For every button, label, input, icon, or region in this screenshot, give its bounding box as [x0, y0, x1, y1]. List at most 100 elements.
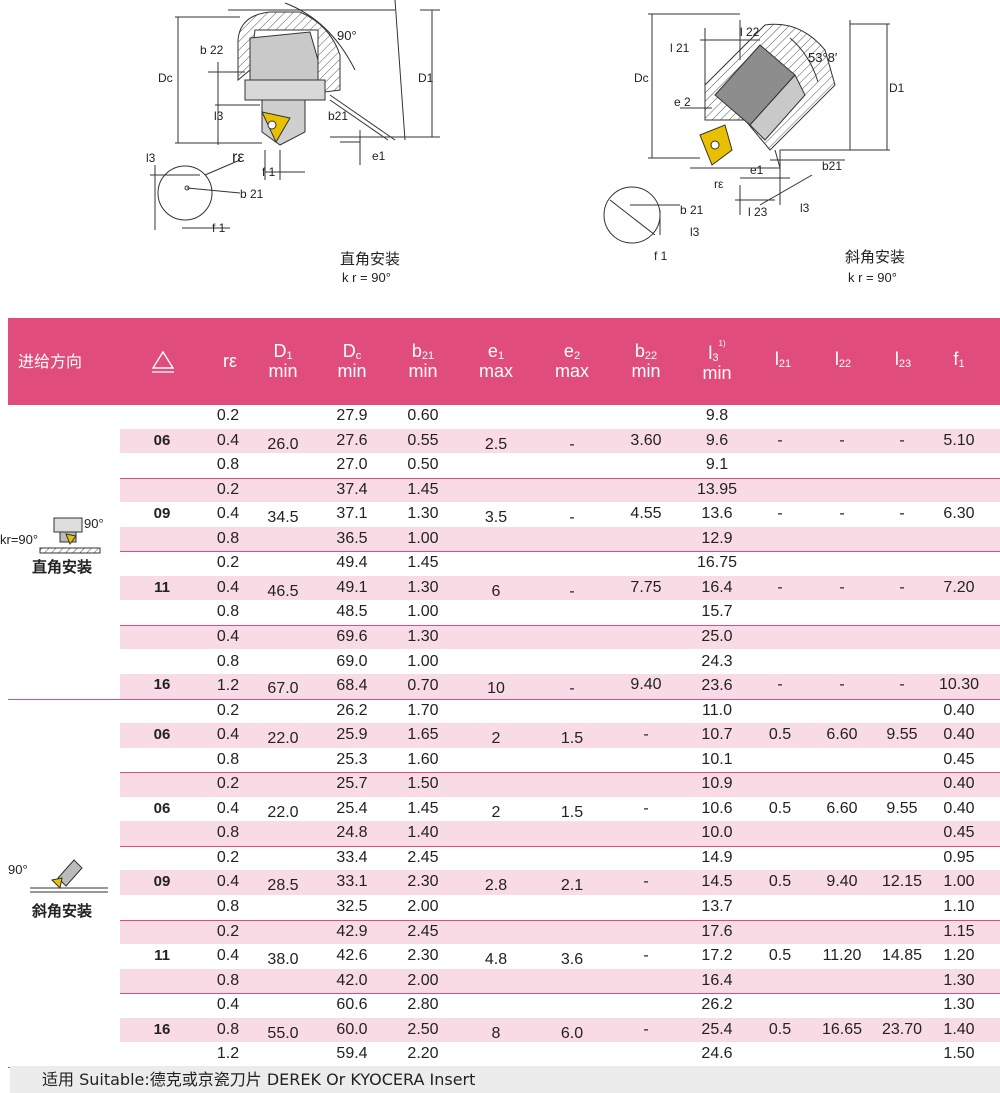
- dr-label-e2: e 2: [674, 95, 691, 109]
- cell-re: 0.4: [216, 799, 240, 817]
- pink-row-band: [120, 968, 1000, 994]
- cell-size: 06: [153, 799, 171, 817]
- cell-l3: 16.4: [701, 971, 733, 989]
- cell-l3: 13.6: [701, 505, 733, 523]
- cell-d1: 55.0: [267, 1024, 299, 1042]
- cell-b21: 2.50: [407, 1020, 439, 1038]
- cell-l3: 9.1: [705, 456, 729, 474]
- cell-size: 09: [153, 873, 171, 891]
- cell-l21: -: [777, 675, 783, 693]
- cell-size: 06: [153, 431, 171, 449]
- dr-label-l22: l 22: [740, 25, 760, 39]
- cell-b22: -: [643, 947, 649, 965]
- cell-l3: 10.1: [701, 750, 733, 768]
- row-separator: [120, 624, 1000, 626]
- cell-d1: 46.5: [267, 582, 299, 600]
- cell-dc: 27.0: [336, 456, 368, 474]
- cell-b21: 1.65: [407, 726, 439, 744]
- header-insert-icon: [140, 318, 186, 404]
- cell-dc: 37.4: [336, 480, 368, 498]
- cell-b21: 1.50: [407, 775, 439, 793]
- dl-label-l3b: l3: [146, 151, 156, 165]
- pink-row-band: [120, 526, 1000, 552]
- cell-dc: 25.9: [336, 726, 368, 744]
- header-l22: l22: [834, 349, 852, 370]
- cell-l23: -: [899, 675, 905, 693]
- dr-label-d1: D1: [889, 81, 905, 95]
- dl-label-b21b: b 21: [240, 187, 264, 201]
- cell-re: 0.2: [216, 554, 240, 572]
- cell-size: 11: [154, 578, 170, 596]
- cell-dc: 69.6: [336, 627, 368, 645]
- cell-b21: 2.00: [407, 971, 439, 989]
- row-separator: [120, 772, 1000, 774]
- group-oblique: 斜角安装: [31, 901, 92, 920]
- cell-l3: 23.6: [701, 677, 733, 695]
- cell-l23: 9.55: [886, 726, 918, 744]
- cell-dc: 25.4: [336, 799, 368, 817]
- dr-label-e1: e1: [750, 163, 764, 177]
- cell-b21: 2.80: [407, 996, 439, 1014]
- cell-f1: 1.00: [943, 873, 975, 891]
- cell-l21: 0.5: [768, 873, 792, 891]
- cell-l21: -: [777, 505, 783, 523]
- cell-l3: 10.6: [701, 799, 733, 817]
- cell-l3: 11.0: [702, 701, 732, 719]
- cell-b22: 3.60: [630, 431, 662, 449]
- cell-l22: -: [839, 578, 845, 596]
- pink-row-band: [120, 624, 1000, 650]
- cell-re: 0.2: [216, 480, 240, 498]
- row-separator: [120, 919, 1000, 921]
- cell-re: 0.8: [216, 652, 240, 670]
- cell-e2: 1.5: [560, 730, 584, 748]
- kr-90-label: kr=90°: [0, 532, 39, 547]
- cell-l22: 16.65: [821, 1020, 863, 1038]
- dr-label-b21b: b 21: [680, 203, 704, 217]
- cell-e1: 2.8: [484, 877, 508, 895]
- cell-size: 16: [153, 1020, 171, 1038]
- cell-l21: 0.5: [768, 726, 792, 744]
- pink-row-band: [120, 723, 1000, 748]
- cell-size: 06: [153, 726, 171, 744]
- cell-re: 0.2: [216, 848, 240, 866]
- cell-re: 0.2: [216, 775, 240, 793]
- cell-re: 0.8: [216, 456, 240, 474]
- kr-right: k r = 90°: [848, 270, 897, 285]
- cell-dc: 42.0: [336, 971, 368, 989]
- cell-f1: 0.40: [943, 726, 975, 744]
- cell-re: 0.8: [216, 1020, 240, 1038]
- dl-label-e1: e1: [372, 149, 386, 163]
- cell-e2: -: [569, 435, 575, 453]
- dl-label-re: rε: [232, 149, 244, 166]
- ang-90-label-a: 90°: [84, 516, 104, 531]
- cell-e2: -: [569, 582, 575, 600]
- cell-l3: 24.3: [701, 652, 733, 670]
- dl-label-dc: Dc: [158, 71, 173, 85]
- cell-l23: -: [899, 431, 905, 449]
- cell-re: 0.4: [216, 873, 240, 891]
- pink-row-band: [120, 575, 1000, 601]
- pink-row-band: [120, 477, 1000, 503]
- row-separator: [120, 477, 1000, 479]
- caption-left: 直角安装: [339, 250, 400, 268]
- header-l23: l23: [894, 349, 912, 370]
- cell-re: 0.8: [216, 971, 240, 989]
- cell-f1: 0.45: [943, 750, 975, 768]
- cell-dc: 25.7: [336, 775, 368, 793]
- cell-re: 0.2: [216, 407, 240, 424]
- cell-l22: 11.20: [822, 947, 862, 965]
- cell-dc: 37.1: [336, 505, 368, 523]
- dl-label-b21: b21: [328, 109, 348, 123]
- cell-l21: -: [777, 431, 783, 449]
- cell-b22: -: [643, 873, 649, 891]
- dr-label-dc: Dc: [634, 71, 649, 85]
- cell-b21: 1.30: [407, 627, 439, 645]
- pink-row-band: [120, 919, 1000, 945]
- cell-b21: 0.60: [407, 407, 439, 424]
- dl-label-f1b: f 1: [212, 221, 226, 235]
- cell-dc: 68.4: [336, 677, 368, 695]
- cell-dc: 33.1: [336, 873, 368, 891]
